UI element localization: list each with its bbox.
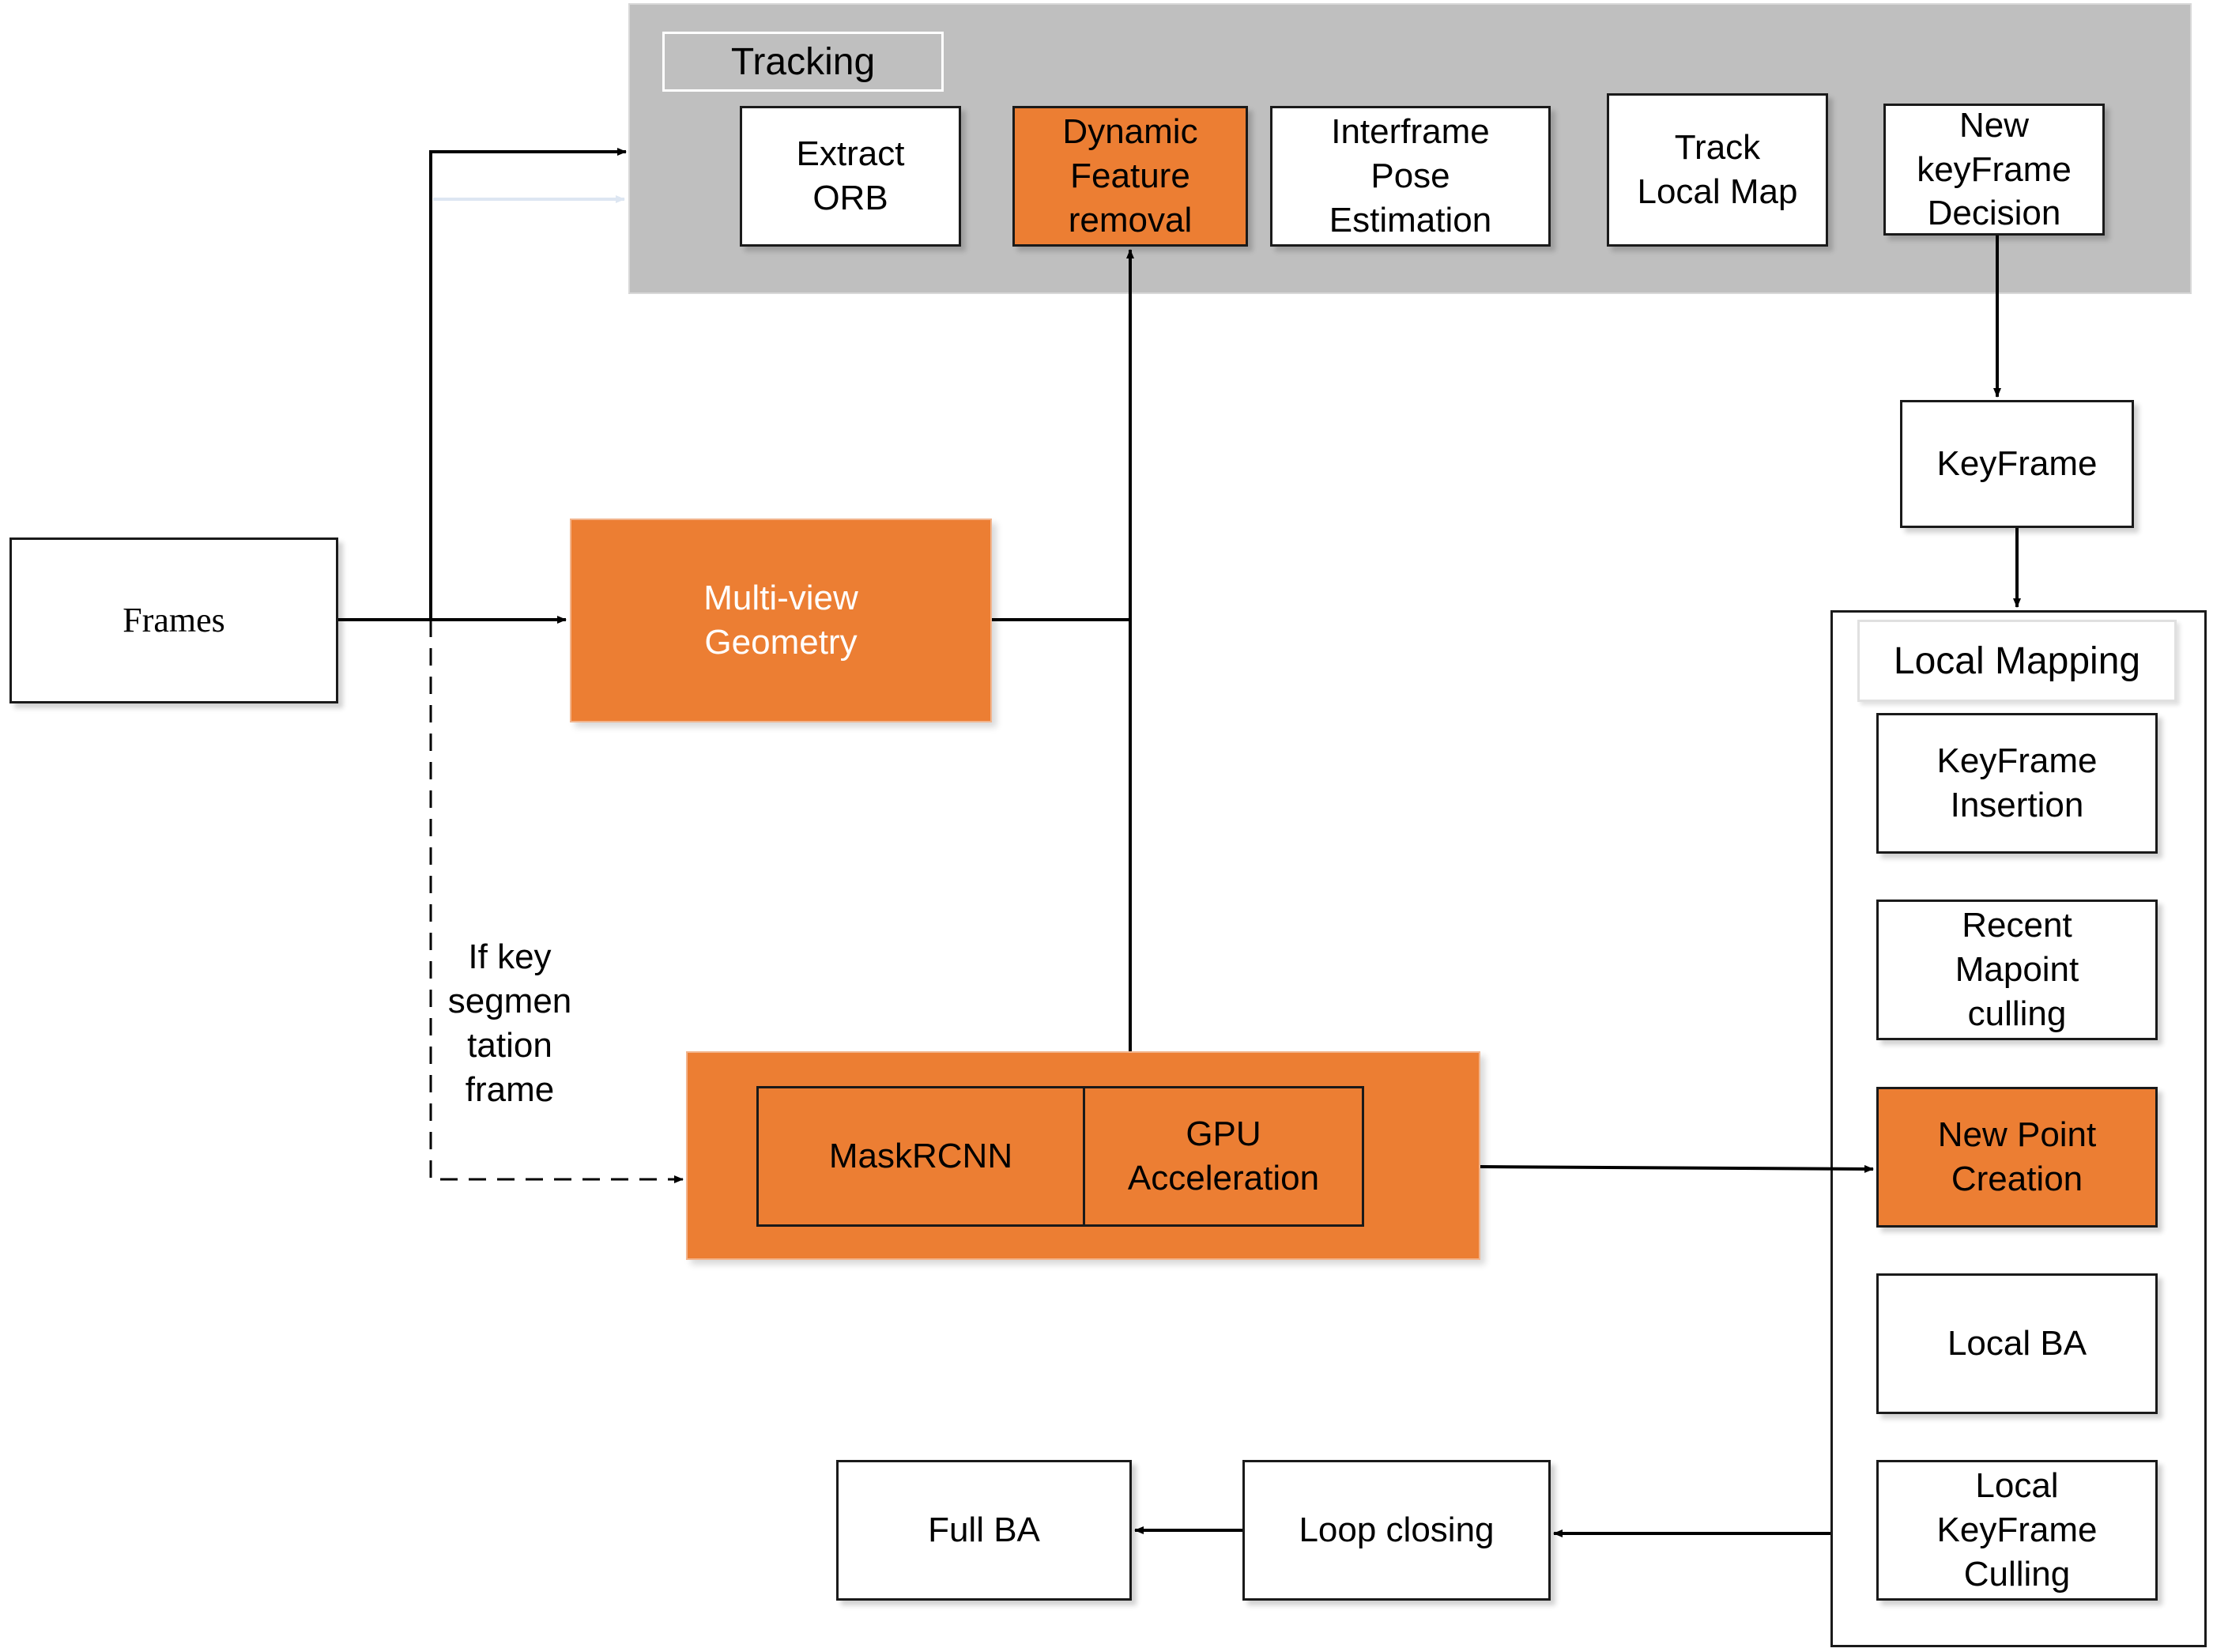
local-mapping-title: Local Mapping	[1857, 620, 2177, 702]
tracking-title: Tracking	[662, 32, 944, 92]
segmentation-condition-label: If key segmen tation frame	[447, 937, 572, 1109]
keyframe-node[interactable]: KeyFrame	[1900, 400, 2134, 528]
frames-to-tracking-arrow	[429, 148, 627, 620]
keyframe-insertion-step[interactable]: KeyFrame Insertion	[1876, 713, 2158, 854]
local-ba-step[interactable]: Local BA	[1876, 1273, 2158, 1414]
local-keyframe-culling-step[interactable]: Local KeyFrame Culling	[1876, 1460, 2158, 1601]
interframe-pose-estimation-step[interactable]: Interframe Pose Estimation	[1270, 106, 1551, 247]
extract-orb-step[interactable]: Extract ORB	[740, 106, 961, 247]
track-local-map-step[interactable]: Track Local Map	[1607, 93, 1828, 247]
segmentation-frame-dashed-arrow	[429, 620, 684, 1183]
segmentation-to-new-point-arrow	[1480, 1164, 1874, 1173]
new-keyframe-decision-step[interactable]: New keyFrame Decision	[1883, 104, 2105, 236]
gpu-acceleration-node[interactable]: GPU Acceleration	[1083, 1086, 1364, 1227]
loop-closing-node[interactable]: Loop closing	[1242, 1460, 1551, 1601]
local-mapping-panel	[1830, 610, 2207, 1647]
new-point-creation-step[interactable]: New Point Creation	[1876, 1087, 2158, 1228]
multiview-geometry-node[interactable]: Multi-view Geometry	[570, 519, 992, 722]
frames-node[interactable]: Frames	[9, 537, 338, 703]
maskrcnn-node[interactable]: MaskRCNN	[756, 1086, 1085, 1227]
full-ba-node[interactable]: Full BA	[836, 1460, 1132, 1601]
recent-mapoint-culling-step[interactable]: Recent Mapoint culling	[1876, 900, 2158, 1040]
dynamic-feature-removal-step[interactable]: Dynamic Feature removal	[1012, 106, 1248, 247]
